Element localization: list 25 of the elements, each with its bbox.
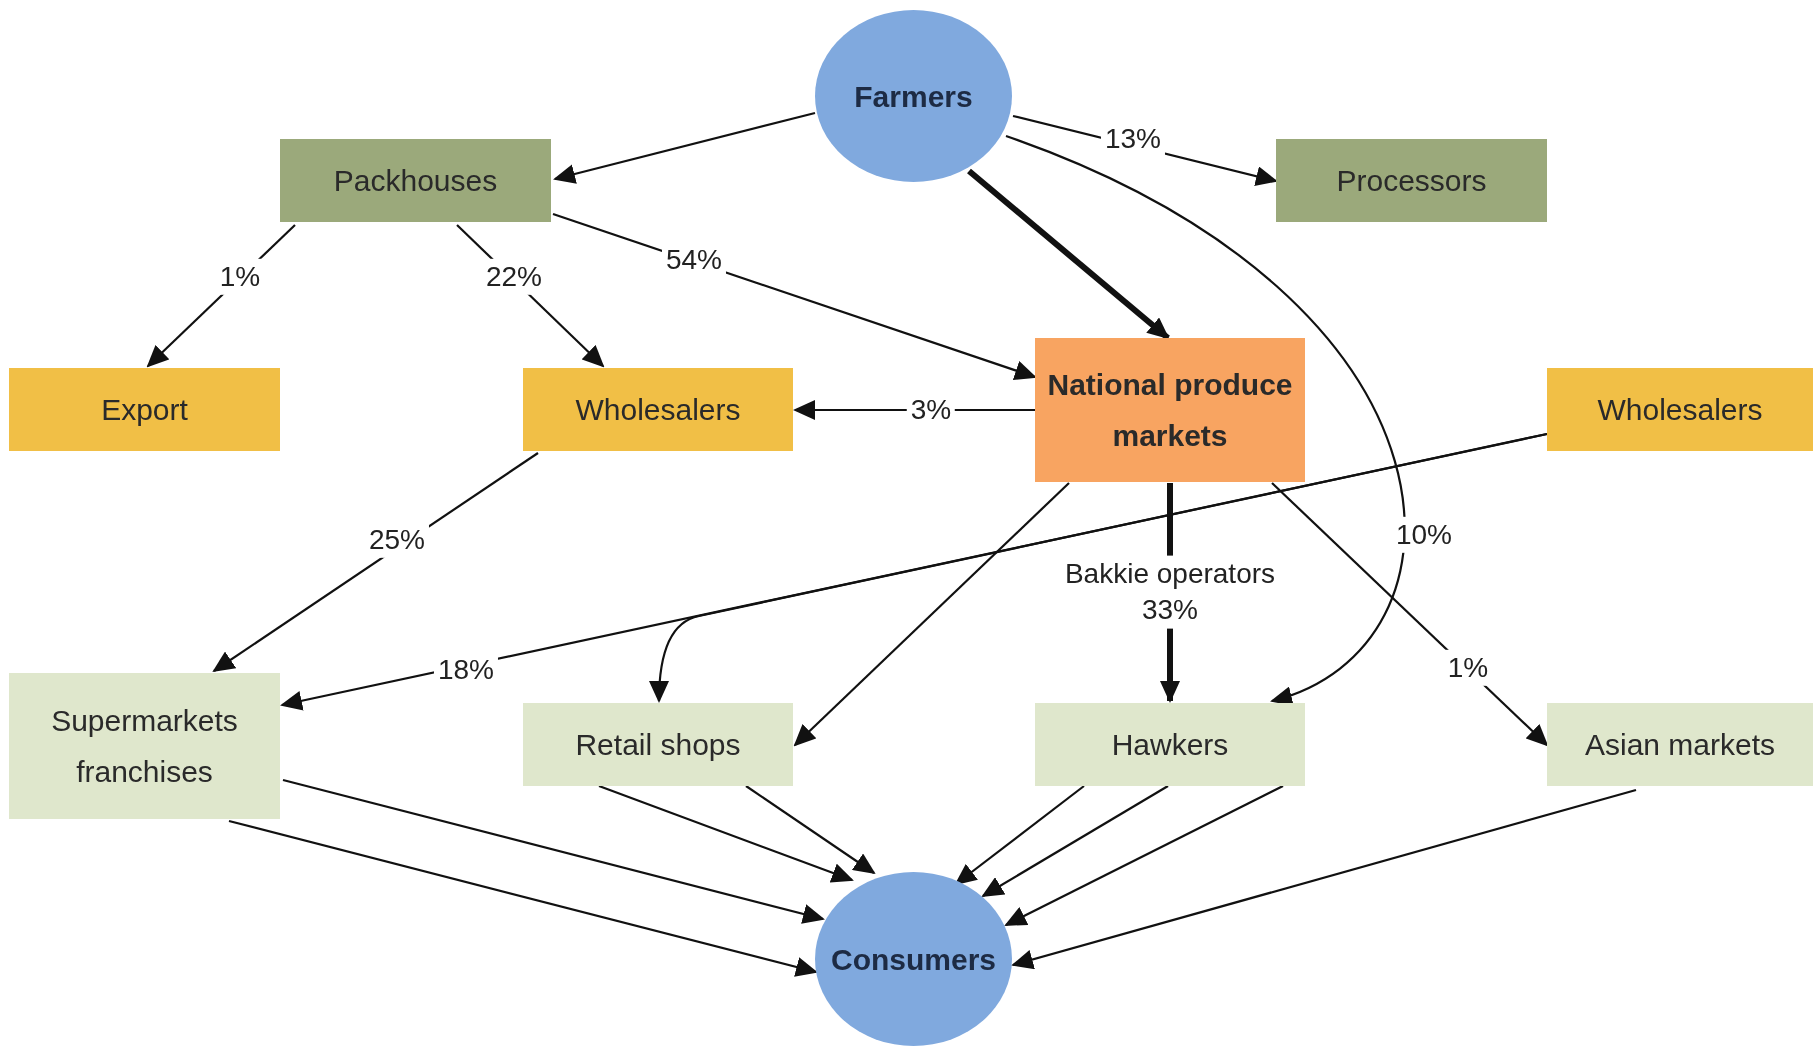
process-box: Packhouses [280, 139, 551, 222]
actor-ellipse: Farmers [815, 10, 1012, 182]
arrow [649, 432, 1548, 703]
process-box: National produce markets [1035, 338, 1305, 482]
arrow [793, 482, 1070, 747]
process-box: Wholesalers [523, 368, 793, 451]
process-box: Processors [1276, 139, 1547, 222]
process-box: Export [9, 368, 280, 451]
arrow [282, 778, 825, 924]
arrow [228, 819, 818, 977]
actor-ellipse: Consumers [815, 872, 1012, 1046]
process-box: Wholesalers [1547, 368, 1813, 451]
arrow [954, 785, 1085, 886]
arrow [967, 168, 1170, 341]
arrow [1004, 785, 1284, 926]
process-box: Hawkers [1035, 703, 1305, 786]
arrow [1005, 135, 1406, 703]
process-box: Supermarkets franchises [9, 673, 280, 819]
arrow [598, 784, 854, 883]
arrow [745, 785, 876, 875]
arrow [981, 785, 1169, 897]
process-box: Retail shops [523, 703, 793, 786]
arrow [553, 111, 816, 184]
arrow [1011, 788, 1637, 970]
process-box: Asian markets [1547, 703, 1813, 786]
